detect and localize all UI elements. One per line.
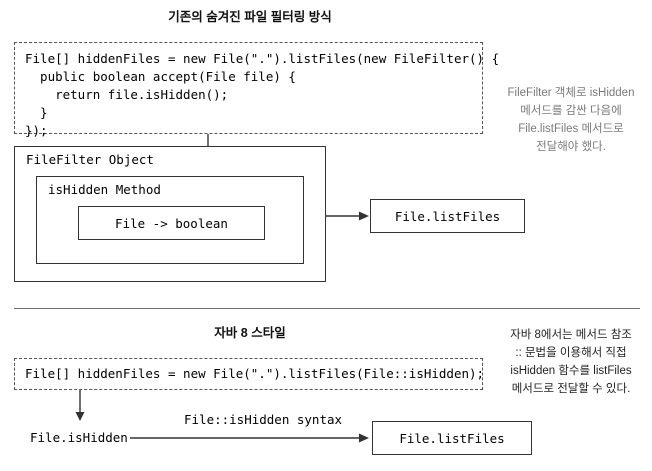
bottom-side-note: 자바 8에서는 메서드 참조 :: 문법을 이용해서 직접 isHidden 함… <box>510 329 632 395</box>
top-file-listfiles-box: File.listFiles <box>370 199 525 233</box>
top-code-block: File[] hiddenFiles = new File(".").listF… <box>14 42 499 138</box>
file-ishidden-label: File.isHidden <box>30 430 128 445</box>
arrow-ishidden-to-listfiles <box>130 433 369 443</box>
arrow-filefilter-to-listfiles <box>326 211 369 221</box>
top-side-note: FileFilter 객체로 isHidden 메서드를 감싼 다음에 File… <box>507 87 635 153</box>
section-divider <box>14 308 640 309</box>
bottom-code-block: File[] hiddenFiles = new File(".").listF… <box>14 358 484 390</box>
filefilter-object-label: FileFilter Object <box>26 152 154 167</box>
file-to-boolean-box: File -> boolean <box>78 206 265 240</box>
top-section-title: 기존의 숨겨진 파일 필터링 방식 <box>168 10 332 24</box>
bottom-section-title: 자바 8 스타일 <box>214 326 286 340</box>
arrow-code-to-ishidden <box>75 390 85 421</box>
file-ishidden-syntax-label: File::isHidden syntax <box>184 412 343 427</box>
bottom-file-listfiles-box: File.listFiles <box>372 421 532 455</box>
ishidden-method-label: isHidden Method <box>48 182 161 197</box>
